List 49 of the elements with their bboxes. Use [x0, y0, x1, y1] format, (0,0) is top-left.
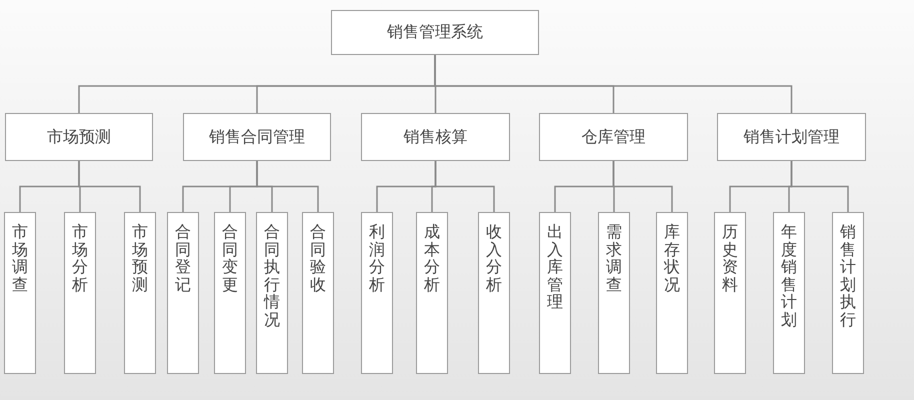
node-label: 成本分析: [424, 223, 440, 294]
node-label: 市场调查: [12, 223, 28, 294]
leaf-box: [256, 212, 288, 374]
leaf-box: [64, 212, 96, 374]
node-label: 合同执行情况: [264, 223, 280, 329]
connector-line: [256, 161, 319, 212]
connector-line: [78, 161, 141, 212]
node-label: 合同变更: [222, 223, 238, 294]
module-box: [183, 113, 331, 161]
node-label: 销售计划执行: [840, 223, 856, 329]
node-label: 需求调查: [606, 223, 622, 294]
leaf-box: [361, 212, 393, 374]
leaf-box: [714, 212, 746, 374]
leaf-box: [4, 212, 36, 374]
node-label: 库存状况: [664, 223, 680, 294]
module-box: [361, 113, 510, 161]
leaf-box: [167, 212, 199, 374]
module-box: [5, 113, 153, 161]
leaf-box: [832, 212, 864, 374]
root-box: [331, 10, 539, 55]
connector-line: [434, 161, 495, 212]
leaf-box: [124, 212, 156, 374]
node-label: 销售合同管理: [209, 126, 305, 148]
node-label: 收入分析: [486, 223, 502, 294]
module-box: [539, 113, 688, 161]
leaf-box: [478, 212, 510, 374]
node-label: 销售核算: [404, 126, 468, 148]
connector-line: [790, 161, 849, 212]
node-label: 历史资料: [722, 223, 738, 294]
node-label: 销售计划管理: [744, 126, 840, 148]
node-label: 出入库管理: [547, 223, 563, 311]
leaf-box: [214, 212, 246, 374]
node-label: 利润分析: [369, 223, 385, 294]
node-label: 销售管理系统: [387, 22, 483, 43]
node-label: 仓库管理: [582, 126, 646, 148]
node-label: 市场分析: [72, 223, 88, 294]
leaf-box: [773, 212, 805, 374]
module-box: [717, 113, 866, 161]
node-label: 合同验收: [310, 223, 326, 294]
node-label: 市场预测: [47, 126, 111, 148]
leaf-box: [302, 212, 334, 374]
leaf-box: [416, 212, 448, 374]
leaf-box: [656, 212, 688, 374]
node-label: 市场预测: [132, 223, 148, 294]
connector-line: [612, 161, 673, 212]
node-label: 年度销售计划: [781, 223, 797, 329]
leaf-box: [598, 212, 630, 374]
node-label: 合同登记: [175, 223, 191, 294]
leaf-box: [539, 212, 571, 374]
